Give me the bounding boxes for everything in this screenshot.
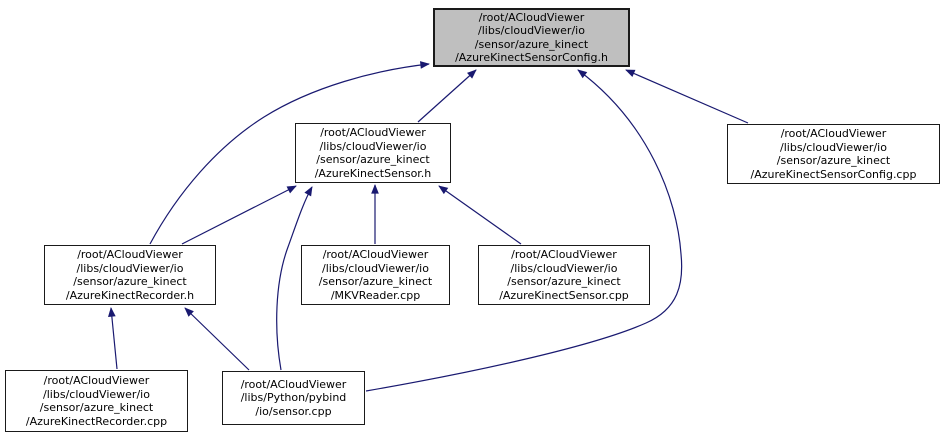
edge-py-sensor-cpp-to-recorder-h	[184, 307, 250, 371]
edge-recorder-h-to-config-h	[149, 61, 430, 245]
edge-config-cpp-to-config-h	[625, 69, 749, 124]
node-pybind-io-sensor-cpp[interactable]: /root/ACloudViewer /libs/Python/pybind /…	[222, 371, 365, 425]
node-azure-kinect-sensor-config-cpp[interactable]: /root/ACloudViewer /libs/cloudViewer/io …	[727, 124, 940, 184]
node-azure-kinect-sensor-config-h[interactable]: /root/ACloudViewer /libs/cloudViewer/io …	[433, 8, 630, 67]
edge-sensor-h-to-config-h	[417, 69, 477, 123]
edge-py-sensor-cpp-to-config-h	[365, 69, 683, 392]
edge-recorder-h-to-sensor-h	[181, 185, 297, 245]
node-azure-kinect-recorder-cpp[interactable]: /root/ACloudViewer /libs/cloudViewer/io …	[5, 370, 188, 432]
node-azure-kinect-sensor-h[interactable]: /root/ACloudViewer /libs/cloudViewer/io …	[295, 123, 451, 183]
node-azure-kinect-recorder-h[interactable]: /root/ACloudViewer /libs/cloudViewer/io …	[44, 245, 216, 305]
node-mkvreader-cpp[interactable]: /root/ACloudViewer /libs/cloudViewer/io …	[301, 245, 450, 305]
edge-sensor-cpp-to-sensor-h	[438, 185, 522, 245]
node-azure-kinect-sensor-cpp[interactable]: /root/ACloudViewer /libs/cloudViewer/io …	[478, 245, 650, 305]
edge-py-sensor-cpp-to-sensor-h	[276, 186, 313, 371]
edge-recorder-cpp-to-recorder-h	[108, 307, 118, 370]
